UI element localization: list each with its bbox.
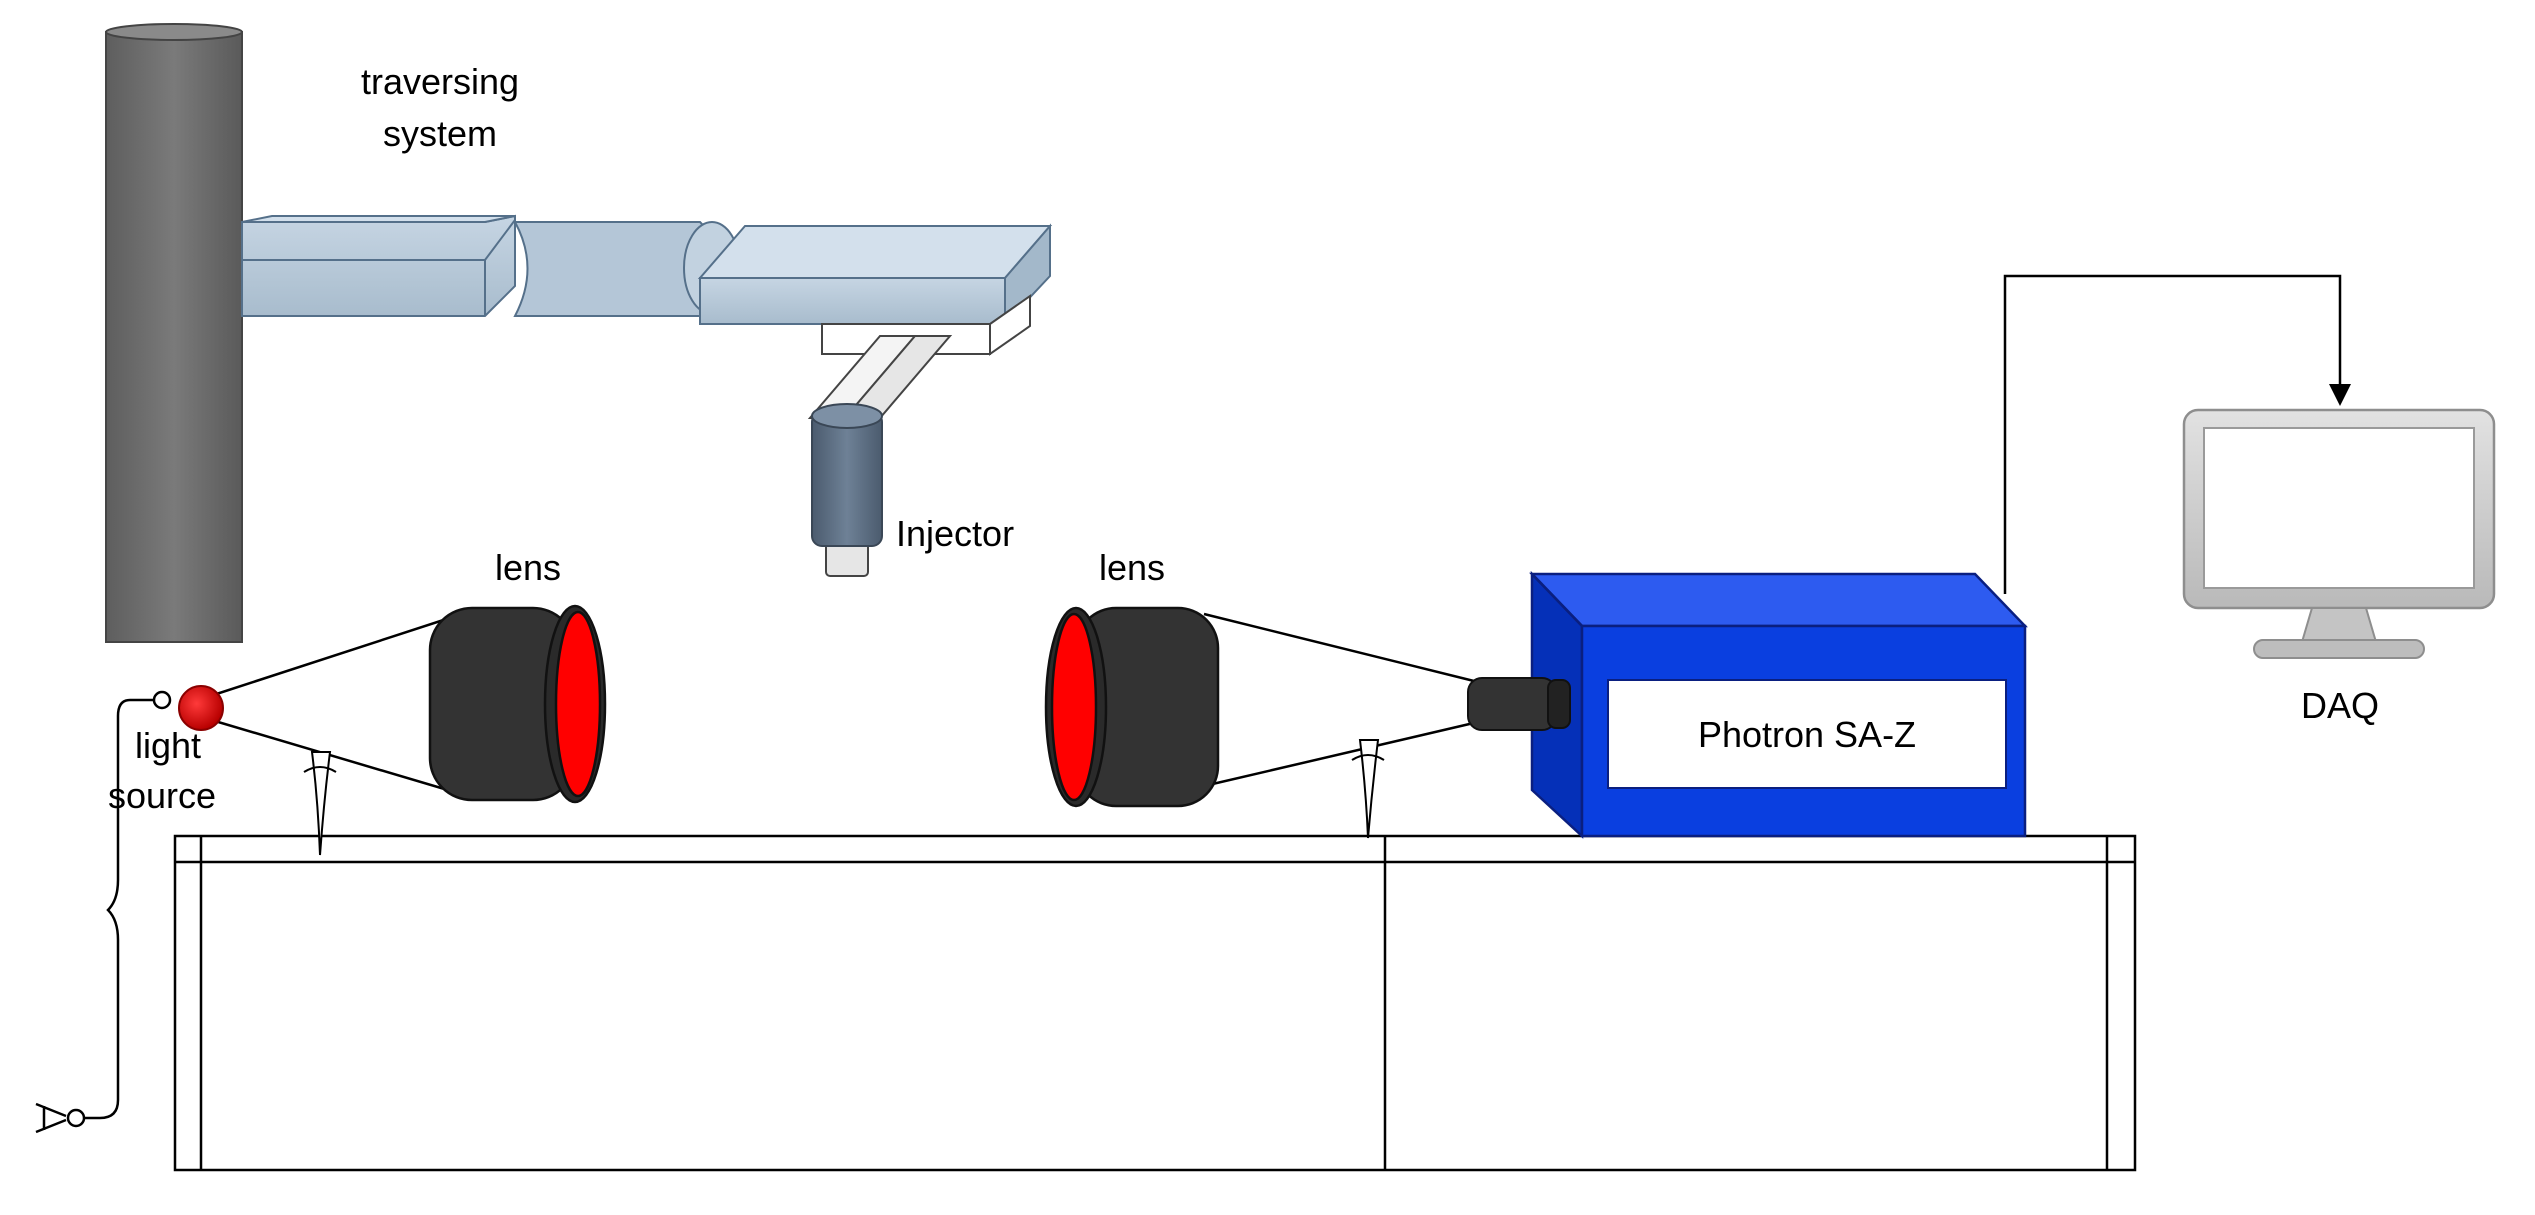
injector-body [811,411,883,547]
lens-right-label: lens [1099,547,1165,588]
camera-label-panel [1607,679,2007,789]
lens-left-face [554,610,602,798]
traversing-system-label-line2: system [383,113,497,154]
traverse-arm-joint [513,221,741,317]
lens-left: lens [428,547,607,804]
light-source: light source [35,685,224,1134]
lens-stand-left [303,751,337,856]
injector: Injector [811,403,1014,577]
light-source-label-line2: source [108,775,216,816]
light-source-cable [80,698,160,1120]
high-speed-camera: Photron SA-Z [1467,570,2028,839]
arrow-down-icon [2329,384,2351,406]
light-source-lamp [178,685,224,731]
lens-left-label: lens [495,547,561,588]
monitor-neck [2300,607,2378,643]
injector-bracket [807,294,1031,419]
lens-stand-right [1351,739,1385,839]
daq-monitor: DAQ [2182,408,2496,726]
light-beam-right [1203,612,1479,788]
camera-label: Photron SA-Z [1698,714,1916,755]
lens-right: lens [1044,547,1220,808]
traverse-arm-segment-1 [241,214,516,317]
monitor-screen [2203,427,2475,589]
traversing-system-label-line1: traversing [361,61,519,102]
camera-to-daq-cable [2003,274,2351,594]
camera-lens-barrel [1467,677,1557,731]
traverse-arm-segment-2 [697,223,1053,327]
light-beam-left [197,610,469,798]
lens-right-face [1050,612,1098,802]
daq-label: DAQ [2301,685,2379,726]
injector-label: Injector [896,513,1014,554]
camera-top [1529,572,2028,628]
traverse-column [105,23,243,643]
light-source-label-line1: light [135,725,201,766]
optical-bench [173,834,2137,1172]
monitor-base [2253,639,2425,659]
traversing-system: traversing system [105,23,1053,643]
plug-icon [66,1108,86,1128]
